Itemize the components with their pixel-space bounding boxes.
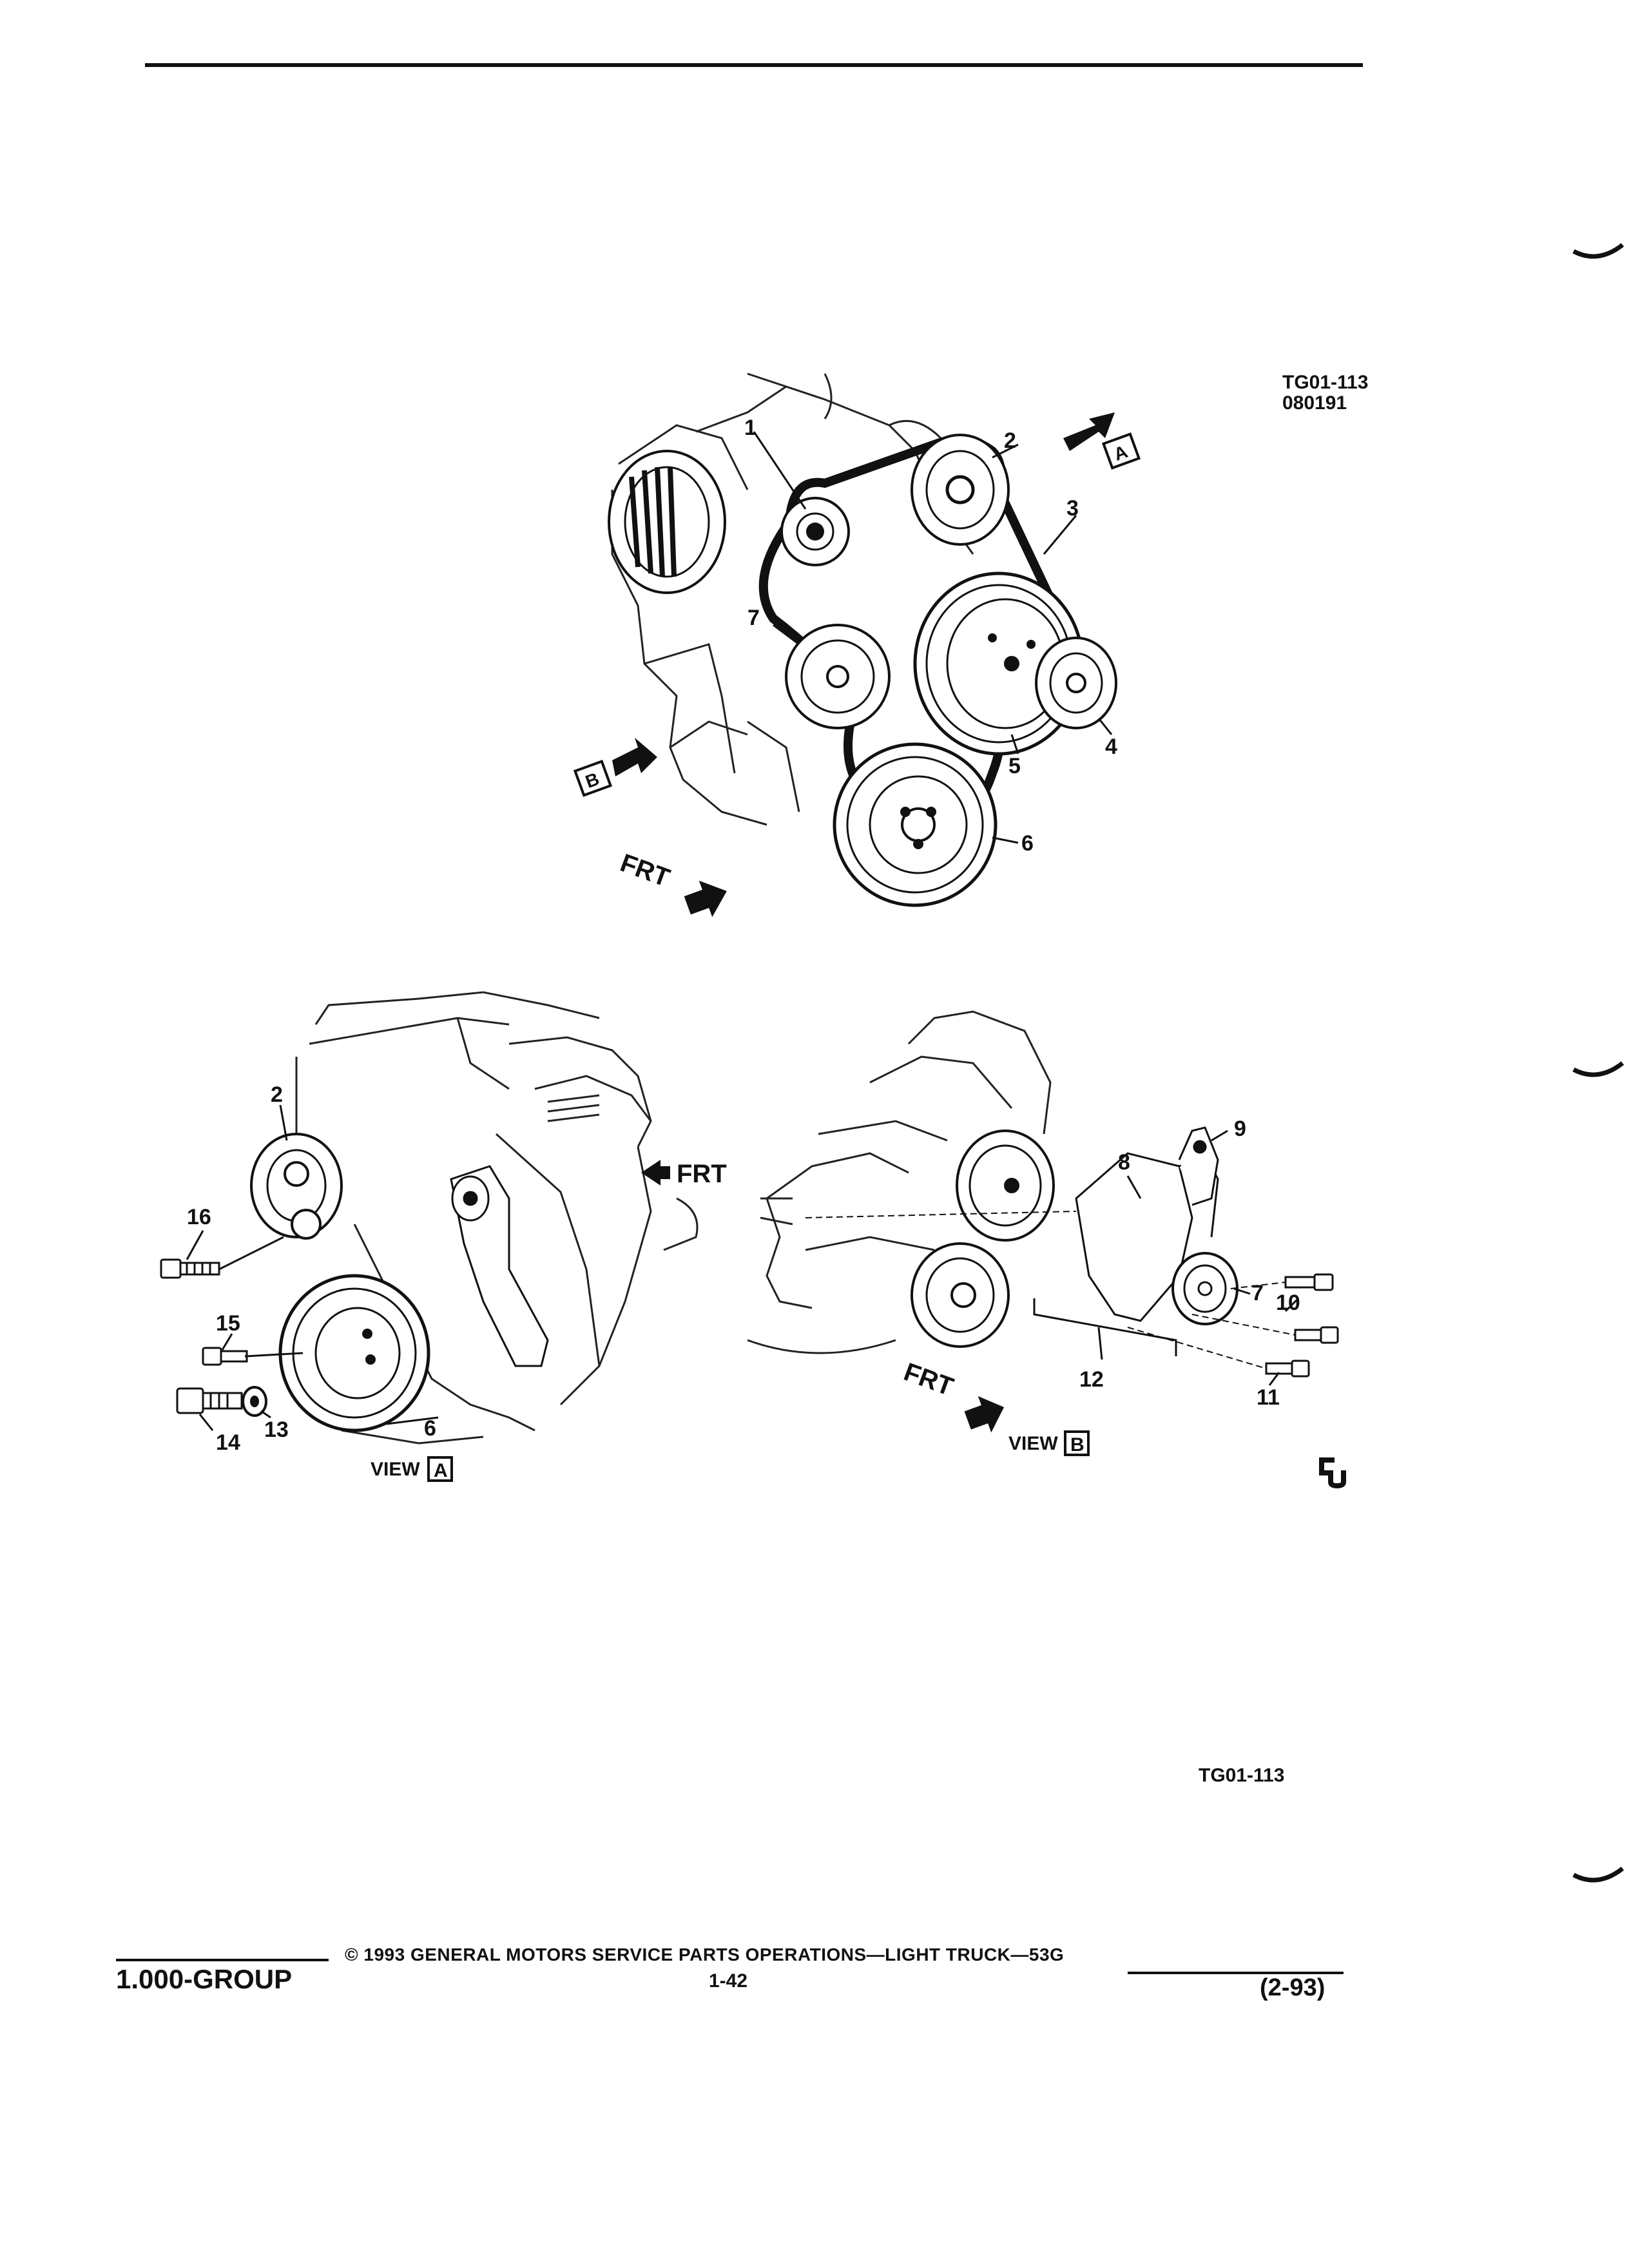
main-frt-label: FRT	[617, 849, 673, 892]
main-callout-2: 2	[1004, 428, 1016, 453]
view-b-caption-word: VIEW	[1008, 1433, 1058, 1454]
view-b-callout-11: 11	[1257, 1385, 1280, 1410]
main-front-indicator: FRT	[617, 849, 727, 918]
view-b-bolt-11	[1265, 1360, 1310, 1378]
view-a-caption-box	[427, 1456, 453, 1482]
view-b-bracket-9	[1178, 1126, 1219, 1206]
view-b-callout-9: 9	[1234, 1117, 1246, 1141]
view-a-callout-6: 6	[424, 1416, 436, 1441]
view-a-caption-letter: A	[434, 1460, 448, 1481]
pulley-4	[1035, 637, 1117, 729]
view-b-callout-12-bracket	[1033, 1298, 1177, 1356]
view-a-washer-13	[242, 1386, 267, 1417]
view-b-callout-7: 7	[1251, 1281, 1264, 1305]
top-rule	[145, 63, 1363, 67]
view-b-caption-letter: B	[1070, 1434, 1084, 1456]
view-b-callout-8: 8	[1118, 1150, 1130, 1175]
view-a-caption-word: VIEW	[371, 1459, 420, 1480]
view-b-callout-12: 12	[1079, 1367, 1104, 1392]
view-a-arrow: A	[1063, 412, 1141, 470]
view-b-diagram: 8 9 7 10 11 12 FRT VIEW B	[747, 1010, 1339, 1456]
view-a-callout-16: 16	[187, 1205, 211, 1229]
main-callout-3: 3	[1066, 496, 1079, 521]
view-b-callout-10: 10	[1276, 1291, 1300, 1315]
view-a-callout-13: 13	[264, 1418, 289, 1442]
view-a-engine-sketch	[295, 991, 699, 1445]
main-callout-5: 5	[1008, 754, 1021, 778]
main-belt-diagram: 1 2 3 4 5 6 7 A B FRT	[573, 372, 1141, 918]
view-a-bolt-15	[202, 1347, 248, 1366]
footer-group: 1.000-GROUP	[116, 1964, 293, 1994]
main-callout-4: 4	[1105, 735, 1117, 759]
view-b-pulley-upper	[956, 1129, 1055, 1242]
view-b-pulley-lower	[911, 1242, 1010, 1348]
pulley-6-crankshaft	[833, 742, 998, 907]
main-callout-7: 7	[747, 606, 760, 630]
view-a-bolt-16	[160, 1258, 220, 1279]
view-a-callout-15: 15	[216, 1311, 240, 1336]
view-a-front-indicator: FRT	[641, 1160, 727, 1188]
view-a-callout-14: 14	[216, 1430, 240, 1455]
gm-symbol-icon	[1319, 1457, 1346, 1488]
footer-rule-left	[116, 1959, 329, 1961]
view-a-bolt-14	[176, 1387, 243, 1414]
view-b-front-indicator: FRT	[900, 1358, 1005, 1433]
footer-date: (2-93)	[1260, 1974, 1325, 2001]
figure-code-id: TG01-113	[1282, 372, 1369, 393]
view-a-frt-label: FRT	[677, 1160, 727, 1188]
view-b-pulley-7	[1171, 1252, 1239, 1325]
view-b-bolt-10a	[1284, 1273, 1334, 1291]
bottom-figure-code: TG01-113	[1199, 1765, 1285, 1786]
pulley-7-tensioner	[785, 624, 891, 729]
figure-code: TG01-113 080191	[1282, 372, 1368, 414]
view-b-frt-label: FRT	[900, 1358, 957, 1401]
view-b-bolt-10b	[1294, 1326, 1339, 1344]
pulley-1-idler	[780, 497, 850, 566]
view-a-pulley-6-crank	[278, 1274, 430, 1432]
footer-rule-right	[1128, 1972, 1344, 1974]
binder-mark-top	[1572, 243, 1624, 259]
view-b-engine-sketch	[747, 1010, 1052, 1354]
view-b-caption-box	[1064, 1430, 1090, 1456]
view-a-pulley-2	[250, 1133, 343, 1240]
figure-code-date: 080191	[1282, 392, 1347, 414]
binder-mark-bottom	[1572, 1867, 1624, 1883]
view-a-bracket	[450, 1165, 549, 1367]
view-a-diagram: 2 16 15 14 13 6 FRT VIEW A	[160, 991, 727, 1482]
alternator	[608, 450, 726, 594]
footer-copyright: © 1993 GENERAL MOTORS SERVICE PARTS OPER…	[345, 1945, 1065, 1965]
view-b-arrow: B	[573, 738, 657, 797]
main-callout-1: 1	[744, 416, 757, 440]
view-a-callout-2: 2	[271, 1082, 283, 1107]
binder-mark-middle	[1572, 1061, 1624, 1077]
footer-page-number: 1-42	[709, 1970, 748, 1992]
pulley-5-water-pump	[913, 572, 1084, 756]
main-callout-6: 6	[1021, 831, 1034, 856]
pulley-2	[911, 434, 1010, 546]
